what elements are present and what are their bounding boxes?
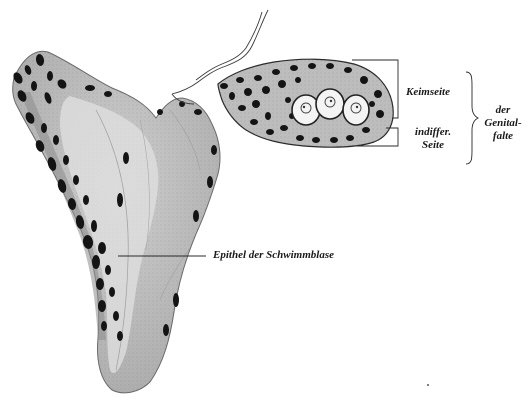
germ-cells bbox=[292, 89, 369, 125]
label-indiffer: indiffer. bbox=[405, 126, 461, 139]
label-der: der bbox=[478, 104, 528, 117]
label-falte: falte bbox=[478, 130, 528, 143]
label-seite: Seite bbox=[405, 139, 461, 152]
label-epithel-der-schwimmblase: Epithel der Schwimmblase bbox=[213, 249, 334, 262]
label-genital: Genital- bbox=[476, 117, 530, 130]
swim-bladder-tissue bbox=[13, 51, 220, 393]
label-keimseite: Keimseite bbox=[406, 86, 450, 99]
stray-dot bbox=[427, 384, 429, 386]
